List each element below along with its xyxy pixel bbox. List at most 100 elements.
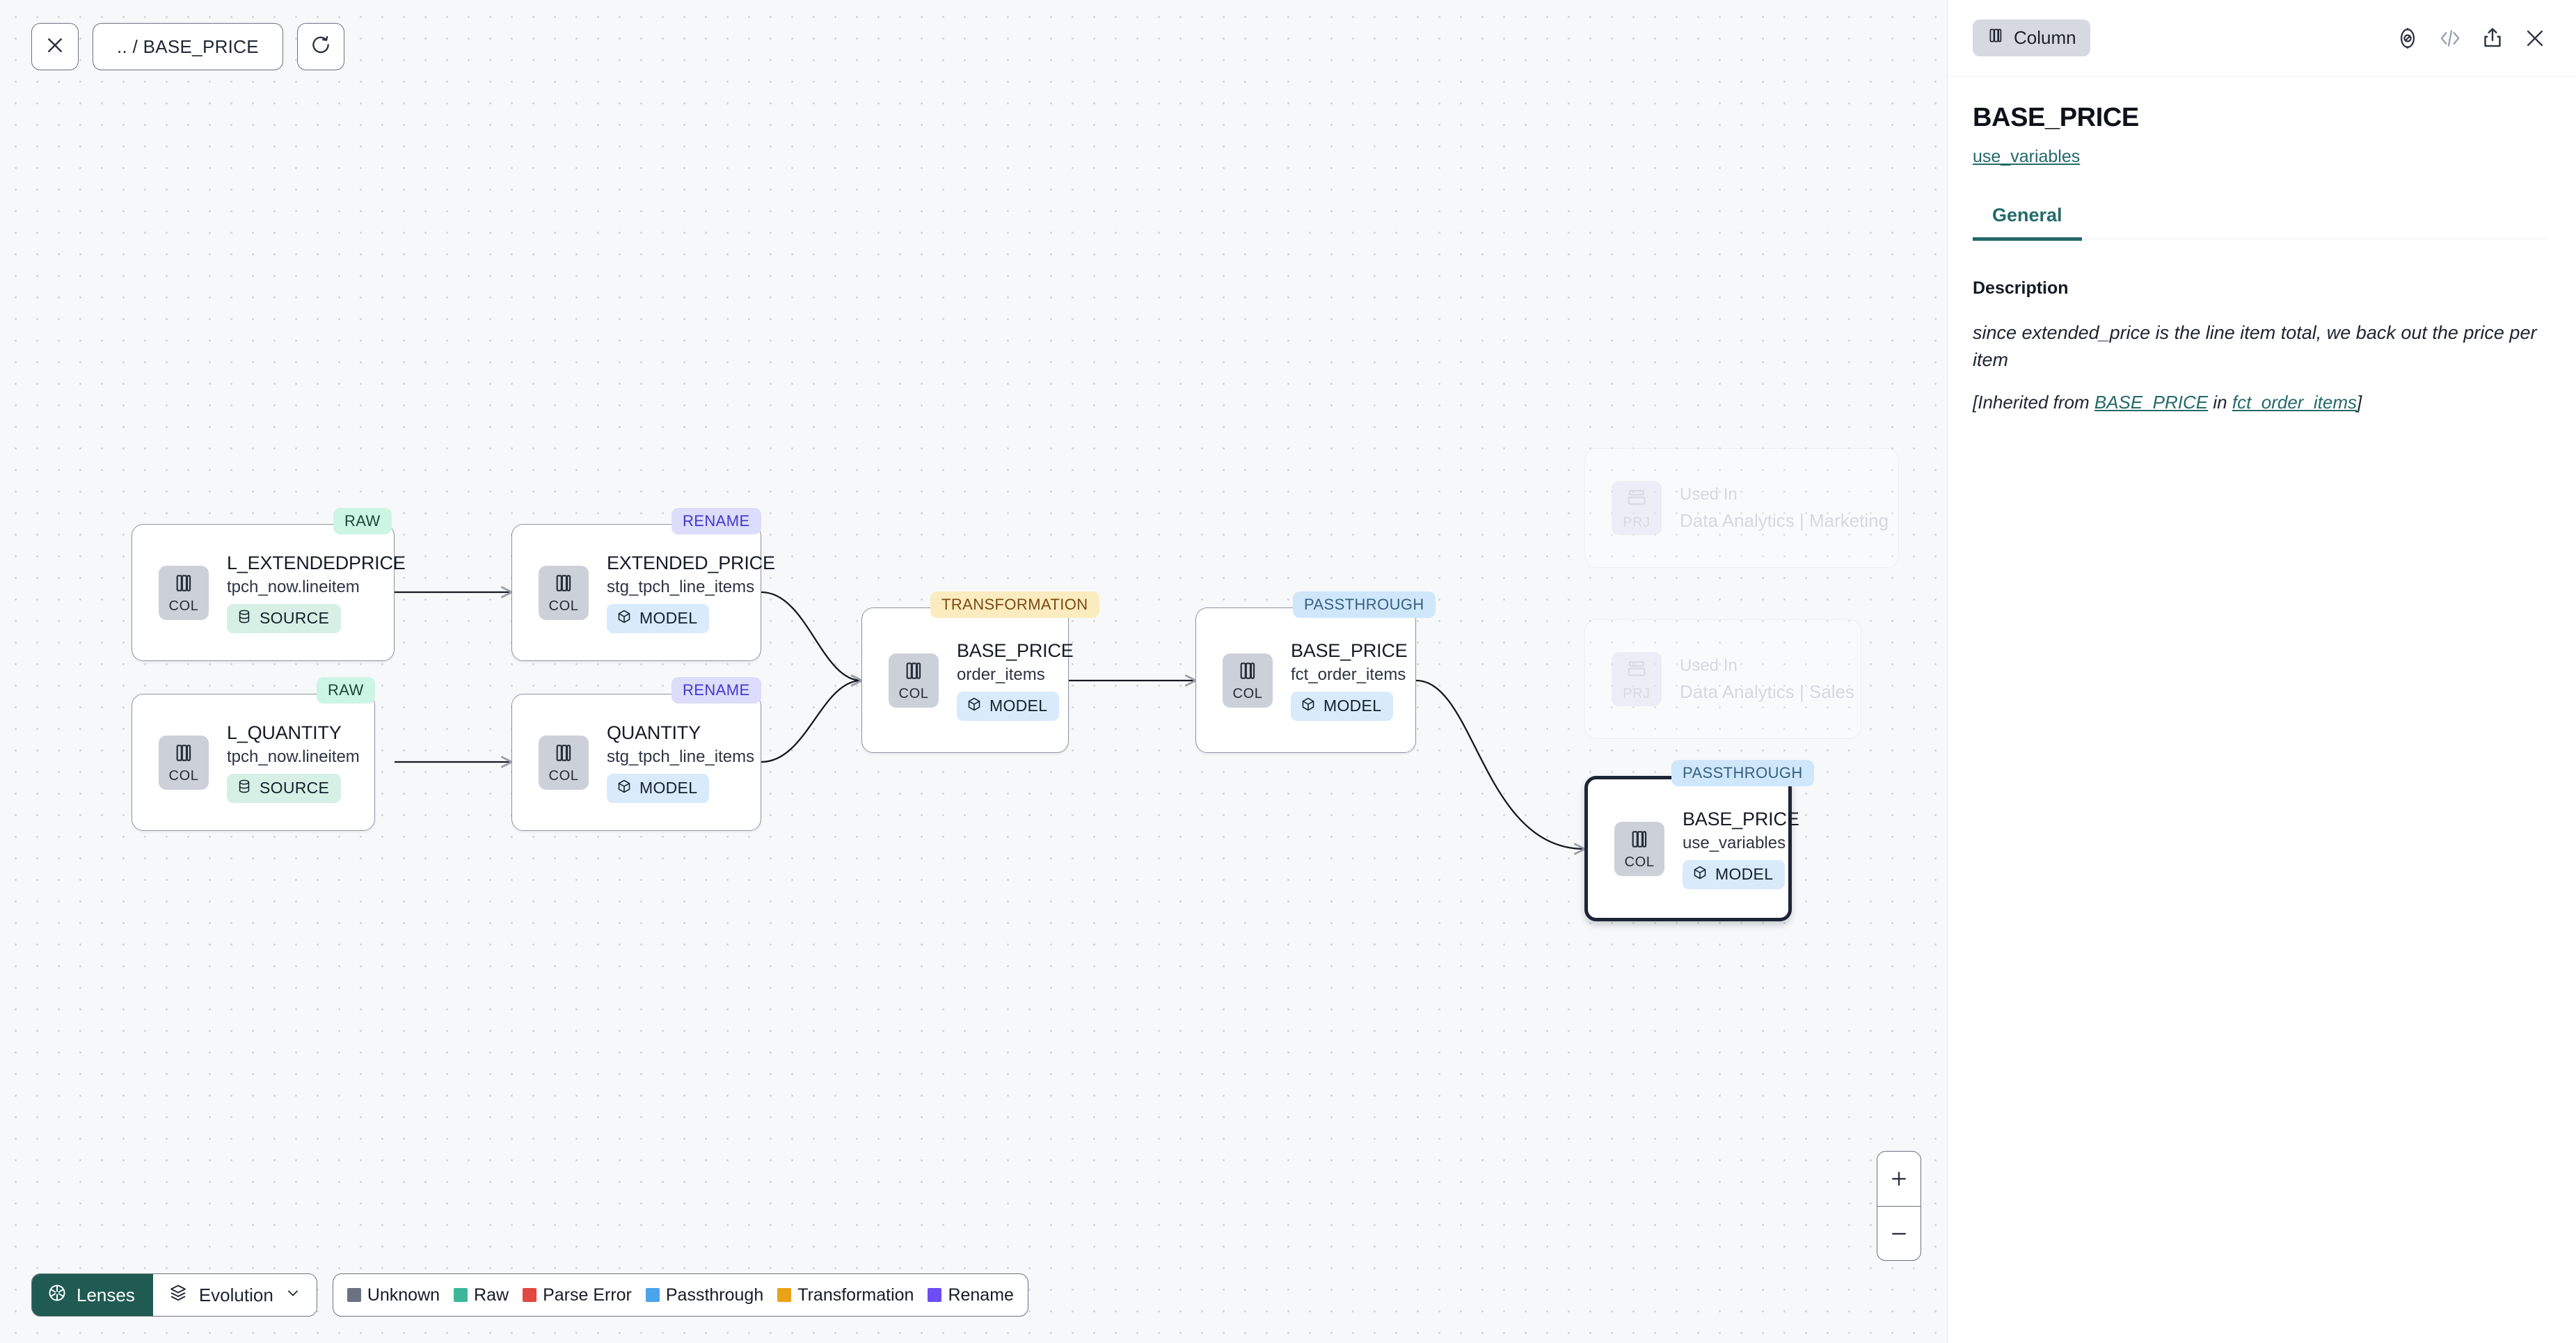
col-badge: COL (539, 735, 589, 790)
database-icon (237, 779, 252, 798)
close-icon[interactable] (2523, 26, 2547, 50)
col-badge-label: COL (168, 598, 199, 614)
database-icon (237, 609, 252, 628)
breadcrumb[interactable]: .. / BASE_PRICE (93, 23, 283, 70)
node-quantity[interactable]: COL QUANTITY stg_tpch_line_items MODEL (511, 694, 761, 831)
node-tag-rename: RENAME (671, 677, 761, 704)
compass-icon[interactable] (2396, 26, 2419, 50)
cube-icon (617, 609, 632, 628)
legend-item-transformation: Transformation (777, 1285, 914, 1305)
inherited-model-link[interactable]: fct_order_items (2232, 392, 2358, 413)
node-title: BASE_PRICE (1683, 808, 1799, 829)
details-panel-header: Column (1948, 0, 2576, 77)
tab-general[interactable]: General (1973, 205, 2082, 241)
bottom-toolbar: Lenses Evolution (31, 1273, 1028, 1317)
node-kind-badge: SOURCE (227, 603, 342, 633)
cube-icon (967, 697, 982, 716)
details-panel: Column (1947, 0, 2576, 1343)
project-icon (1625, 486, 1648, 514)
ghost-node-used-in-marketing[interactable]: PRJ Used In Data Analytics | Marketing (1584, 448, 1899, 568)
cube-icon (1301, 697, 1316, 716)
column-icon (173, 572, 195, 598)
legend-swatch (523, 1288, 537, 1302)
share-icon[interactable] (2481, 26, 2504, 50)
node-title: BASE_PRICE (1291, 639, 1408, 661)
col-badge: COL (1223, 653, 1273, 708)
node-tag-raw: RAW (333, 508, 392, 534)
node-l-extendedprice[interactable]: COL L_EXTENDEDPRICE tpch_now.lineitem SO… (132, 524, 406, 661)
node-kind-label: MODEL (1715, 865, 1774, 883)
node-kind-badge: MODEL (957, 691, 1060, 721)
node-title: QUANTITY (607, 722, 701, 743)
prj-badge: PRJ (1612, 652, 1662, 706)
legend-label: Rename (948, 1285, 1014, 1305)
zoom-in-button[interactable] (1877, 1152, 1921, 1206)
legend-label: Parse Error (543, 1285, 632, 1305)
col-badge-label: COL (898, 686, 929, 701)
node-subtitle: tpch_now.lineitem (227, 747, 360, 766)
details-tabs: General (1973, 205, 2547, 241)
node-kind-label: MODEL (639, 609, 698, 627)
zoom-out-button[interactable] (1877, 1206, 1921, 1260)
legend-item-unknown: Unknown (347, 1285, 440, 1305)
col-badge: COL (159, 735, 209, 790)
node-tag-raw: RAW (317, 677, 375, 704)
node-title: BASE_PRICE (957, 639, 1074, 661)
description-label: Description (1973, 278, 2069, 298)
details-panel-actions (2396, 26, 2547, 50)
node-subtitle: fct_order_items (1291, 665, 1406, 684)
chevron-down-icon (285, 1285, 301, 1306)
ghost-node-label: Used In (1680, 655, 1738, 675)
prj-badge-label: PRJ (1623, 686, 1651, 701)
col-badge: COL (1614, 821, 1664, 876)
inherited-column-link[interactable]: BASE_PRICE (2094, 392, 2209, 413)
lenses-group: Lenses Evolution (31, 1273, 317, 1317)
parent-model-link[interactable]: use_variables (1973, 147, 2081, 166)
code-icon[interactable] (2438, 26, 2462, 50)
cube-icon (1692, 865, 1708, 884)
description-inherited: [Inherited from BASE_PRICE in fct_order_… (1973, 392, 2547, 413)
col-badge-label: COL (548, 768, 579, 784)
node-tag-transformation: TRANSFORMATION (930, 591, 1099, 618)
legend-swatch (928, 1288, 942, 1302)
refresh-button[interactable] (296, 23, 344, 70)
lineage-legend: Unknown Raw Parse Error Passthrough Tran… (332, 1273, 1028, 1317)
column-icon (1987, 26, 2005, 49)
column-icon (173, 742, 195, 768)
node-subtitle: order_items (957, 665, 1045, 684)
col-badge-label: COL (1624, 855, 1655, 870)
node-kind-label: MODEL (989, 697, 1048, 715)
column-icon (1237, 660, 1259, 685)
ghost-node-label: Used In (1680, 484, 1738, 504)
node-kind-label: MODEL (639, 779, 698, 797)
description-text: since extended_price is the line item to… (1973, 322, 2537, 371)
legend-swatch (777, 1288, 792, 1302)
details-panel-body: BASE_PRICE use_variables General Descrip… (1948, 77, 2576, 413)
node-base-price-order-items[interactable]: COL BASE_PRICE order_items MODEL (861, 607, 1074, 753)
node-subtitle: tpch_now.lineitem (227, 577, 360, 596)
cube-icon (617, 779, 632, 798)
lineage-canvas[interactable]: .. / BASE_PRICE (0, 0, 1947, 1343)
project-icon (1625, 658, 1648, 685)
lenses-button[interactable]: Lenses (32, 1274, 153, 1316)
node-kind-badge: MODEL (1291, 691, 1394, 721)
node-subtitle: stg_tpch_line_items (607, 747, 755, 766)
aperture-icon (47, 1283, 67, 1308)
legend-item-parse-error: Parse Error (523, 1285, 632, 1305)
col-badge-label: COL (168, 768, 199, 784)
evolution-dropdown[interactable]: Evolution (152, 1274, 317, 1316)
close-button[interactable] (31, 23, 79, 70)
close-icon (45, 35, 65, 59)
node-extended-price[interactable]: COL EXTENDED_PRICE stg_tpch_line_items M… (511, 524, 775, 661)
node-base-price-use-variables[interactable]: COL BASE_PRICE use_variables MODEL (1584, 776, 1799, 921)
page-title: BASE_PRICE (1973, 103, 2139, 132)
legend-item-rename: Rename (928, 1285, 1014, 1305)
legend-swatch (347, 1288, 361, 1302)
node-kind-badge: MODEL (607, 773, 710, 803)
node-l-quantity[interactable]: COL L_QUANTITY tpch_now.lineitem SOURCE (132, 694, 375, 831)
legend-swatch (645, 1288, 660, 1302)
ghost-node-used-in-sales[interactable]: PRJ Used In Data Analytics | Sales (1584, 619, 1861, 739)
node-kind-badge: MODEL (1683, 859, 1786, 889)
node-base-price-fct-order-items[interactable]: COL BASE_PRICE fct_order_items MODEL (1195, 607, 1416, 753)
